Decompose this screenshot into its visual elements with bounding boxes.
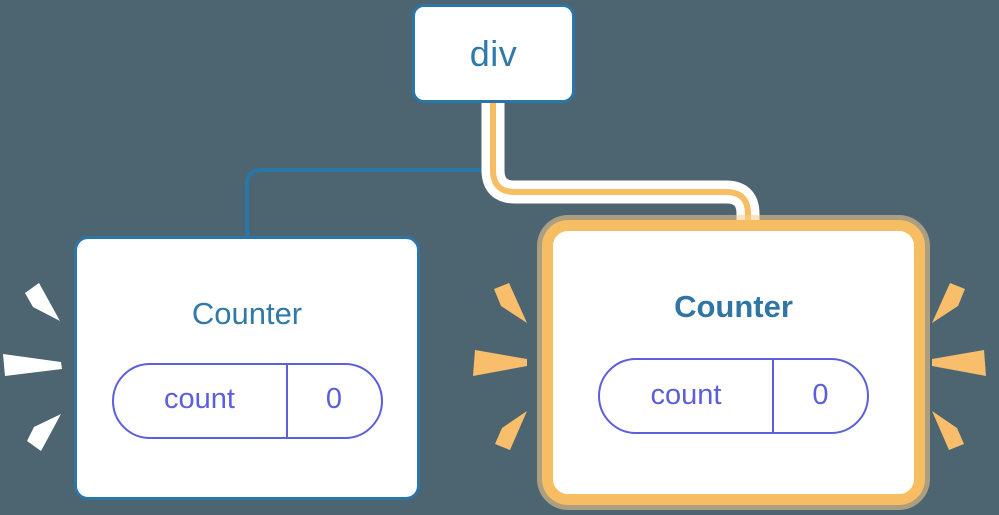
state-pill-counter-b: count 0 [598,358,869,434]
node-counter-a[interactable]: Counter count 0 [74,236,420,500]
state-key: count [164,383,235,415]
sparkle-ray-upper [932,283,965,323]
sparkle-ray-upper [25,283,60,321]
sparkles-counter-a-left [3,283,62,451]
node-counter-a-title: Counter [191,295,303,331]
sparkle-ray-lower [27,414,61,451]
edge-div-to-counter-a-path [245,103,495,236]
sparkle-ray-lower [495,411,527,450]
sparkle-ray-upper [494,283,527,323]
edge-div-to-counter-b-path [490,103,751,245]
node-div[interactable]: div [412,4,575,103]
node-div-label: div [469,32,518,74]
sparkle-ray-middle [473,350,527,376]
sparkle-ray-lower [932,411,964,450]
node-counter-b-highlight-ring: Counter count 0 [542,220,925,505]
state-value: 0 [772,360,867,432]
state-pill-counter-a: count 0 [111,362,383,439]
state-key: count [650,378,722,411]
sparkle-ray-middle [932,350,986,376]
sparkle-ray-middle [3,354,62,376]
sparkles-counter-b-right [932,283,986,450]
node-counter-b[interactable]: Counter count 0 [553,231,914,494]
node-counter-b-title: Counter [674,289,793,324]
sparkles-counter-b-left [473,283,527,450]
state-value: 0 [285,364,381,437]
